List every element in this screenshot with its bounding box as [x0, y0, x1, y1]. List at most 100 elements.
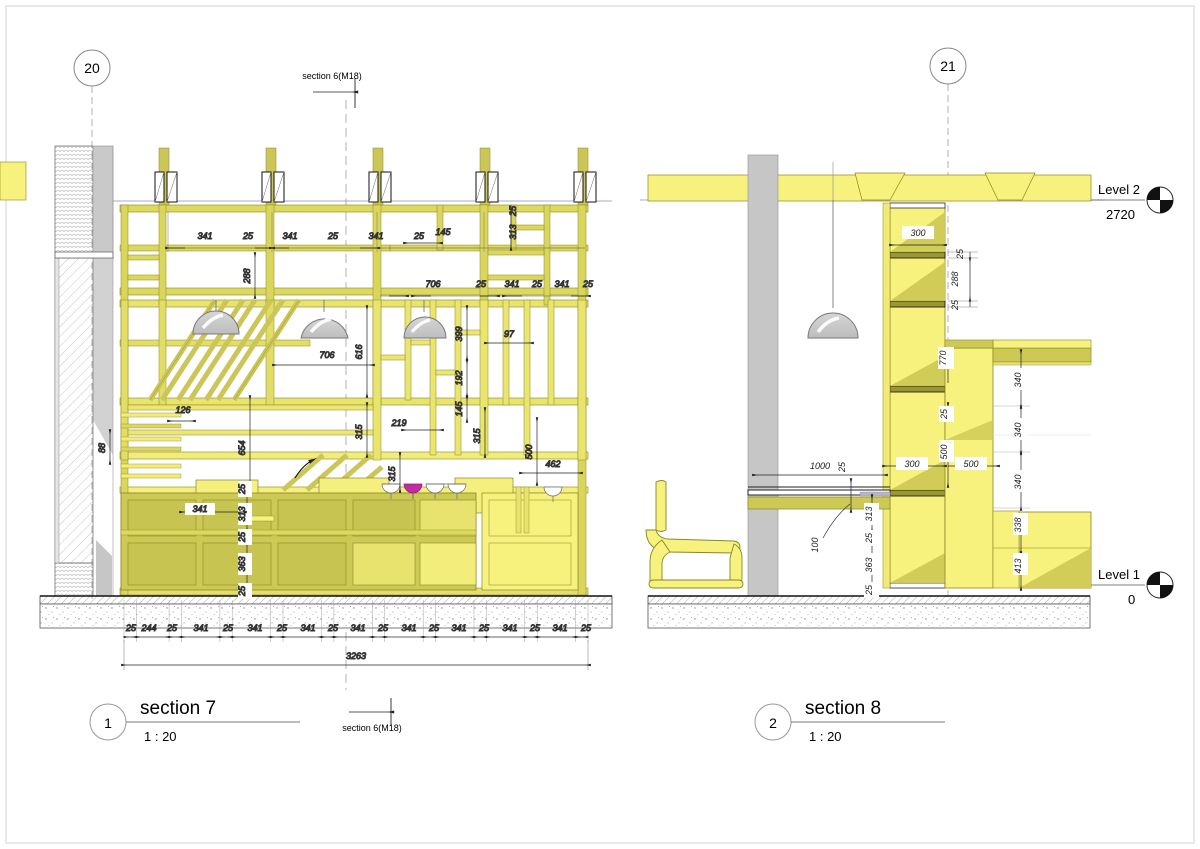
dim-338-413: 338 413 — [1013, 513, 1028, 591]
dim-label-706: 706 — [319, 350, 334, 360]
dim-label-25-c: 25 — [413, 231, 425, 241]
dim-label-315-c: 315 — [472, 428, 482, 444]
dim-192-145-vertical: 192 145 — [454, 359, 469, 423]
dim-label-341-a: 341 — [197, 231, 212, 241]
viewport-number-1: 1 — [104, 715, 112, 731]
dim-bottom-6: 341 — [247, 623, 262, 633]
dim-500-pair: 500 500 300 — [882, 440, 1000, 488]
dim-label-25-s8a: 25 — [955, 248, 965, 260]
floor-slab-section7 — [39, 595, 613, 629]
level-head-icon-2 — [1146, 571, 1174, 599]
dim-label-25-g: 25 — [237, 483, 247, 495]
dim-label-25-a: 25 — [242, 231, 254, 241]
dim-bottom-16: 341 — [502, 623, 517, 633]
dim-label-770: 770 — [938, 350, 948, 365]
level-2-label: Level 2 — [1098, 182, 1140, 197]
dim-label-313-vert: 313 — [508, 224, 518, 239]
dim-label-25-e: 25 — [531, 279, 543, 289]
dim-label-341-d: 341 — [504, 279, 519, 289]
dim-315-vertical-b: 315 — [387, 452, 402, 493]
sheet-border — [5, 5, 1195, 844]
dim-label-340-b: 340 — [1013, 422, 1023, 437]
dim-bottom-7: 25 — [276, 623, 288, 633]
dim-25-288-25: 25 288 25 — [948, 248, 978, 311]
dim-label-706-mid: 706 — [425, 279, 440, 289]
dim-300-top: 300 — [889, 226, 947, 247]
level-2-structure — [0, 161, 1105, 202]
dim-label-340-c: 340 — [1013, 474, 1023, 489]
dim-label-616: 616 — [354, 344, 364, 359]
dim-label-88: 88 — [97, 443, 107, 453]
dim-97-horizontal: 97 — [484, 329, 534, 345]
dim-label-25-h: 25 — [237, 531, 247, 543]
dim-label-25-s8b: 25 — [950, 299, 960, 311]
dim-bottom-14: 341 — [451, 623, 466, 633]
dim-label-300-top: 300 — [910, 228, 925, 238]
dim-label-25-s8e: 25 — [864, 584, 874, 596]
exterior-wall-assembly — [54, 145, 114, 597]
ceiling-fixture-left — [854, 172, 906, 201]
grid-bubble-20-label: 20 — [84, 60, 100, 76]
dim-label-100: 100 — [810, 537, 820, 552]
dim-label-25-i: 25 — [237, 585, 247, 597]
dim-label-145: 145 — [435, 227, 451, 237]
ceiling-drop — [0, 161, 27, 201]
dim-341-cabinet: 341 — [179, 503, 247, 515]
dim-label-500-horiz: 500 — [963, 459, 978, 469]
dim-counter-stack: 313 25 363 25 — [864, 494, 879, 598]
section-mark-top-label: section 6(M18) — [302, 71, 362, 81]
dim-label-413: 413 — [1013, 558, 1023, 573]
viewport-title-text-1: section 7 — [140, 698, 216, 719]
dim-bottom-10: 341 — [350, 623, 365, 633]
dim-label-3263: 3263 — [346, 651, 366, 661]
dim-label-192: 192 — [454, 370, 464, 385]
dim-bottom-13: 25 — [428, 623, 440, 633]
dim-654-vertical: 654 — [237, 395, 252, 495]
dim-288-vertical: 288 — [242, 252, 257, 299]
dim-1000: 1000 — [752, 458, 888, 477]
dim-bottom-9: 25 — [327, 623, 339, 633]
dim-label-97: 97 — [504, 329, 515, 339]
dim-label-363: 363 — [237, 556, 247, 571]
dim-chain-top: 341 25 341 25 341 25 — [165, 212, 585, 252]
dim-bottom-4: 341 — [193, 623, 208, 633]
dim-label-654: 654 — [237, 440, 247, 455]
dim-label-25-s8d: 25 — [864, 532, 874, 544]
dim-label-1000: 1000 — [810, 461, 830, 471]
highlighted-glass-magenta — [403, 483, 423, 494]
section-8-viewport: 2 1 Level 2 2720 Level 1 0 — [0, 47, 1174, 744]
section-7-viewport: 20 section 6(M18) section 6(M18) — [39, 49, 613, 744]
floor-slab-section8 — [647, 595, 1091, 629]
dim-cabinet-stack-left: 25 313 25 363 25 — [237, 481, 252, 599]
dim-25-313-vertical: 25 313 — [508, 205, 519, 251]
dim-399-vertical: 399 — [454, 305, 469, 361]
dim-label-313-b: 313 — [237, 506, 247, 521]
dim-bottom-12: 341 — [401, 623, 416, 633]
level-2-elevation: 2720 — [1106, 207, 1135, 222]
dim-label-219: 219 — [390, 418, 406, 428]
dim-chain-mid: 706 25 341 25 341 25 — [380, 279, 594, 298]
dim-label-315-a: 315 — [354, 424, 364, 440]
ceiling-fixture-right — [984, 172, 1036, 201]
viewport-number-2: 2 — [769, 715, 777, 731]
viewport-title-2: 2 section 8 1 : 20 — [754, 698, 945, 744]
dim-label-145-b: 145 — [454, 401, 464, 417]
level-1-elevation: 0 — [1128, 592, 1135, 607]
dim-label-25-d: 25 — [475, 279, 487, 289]
section-mark-bottom-label: section 6(M18) — [342, 723, 402, 733]
dim-label-399: 399 — [454, 326, 464, 341]
viewport-title-1: 1 section 7 1 : 20 — [89, 698, 300, 744]
dim-label-500-vert: 500 — [939, 444, 949, 459]
dim-bottom-1: 25 — [125, 623, 137, 633]
dim-315-vertical-c: 315 — [472, 407, 487, 458]
dim-label-313-s8: 313 — [864, 506, 874, 521]
dim-bottom-18: 341 — [552, 623, 567, 633]
dim-126-horizontal: 126 — [167, 405, 196, 423]
hanging-glassware — [381, 483, 563, 534]
right-cabinetry-section8 — [944, 339, 1092, 589]
level-1-label: Level 1 — [1098, 567, 1140, 582]
dim-label-341-cabinet: 341 — [192, 504, 207, 514]
dim-500-462: 500 462 — [519, 417, 583, 486]
dim-bottom-11: 25 — [377, 623, 389, 633]
